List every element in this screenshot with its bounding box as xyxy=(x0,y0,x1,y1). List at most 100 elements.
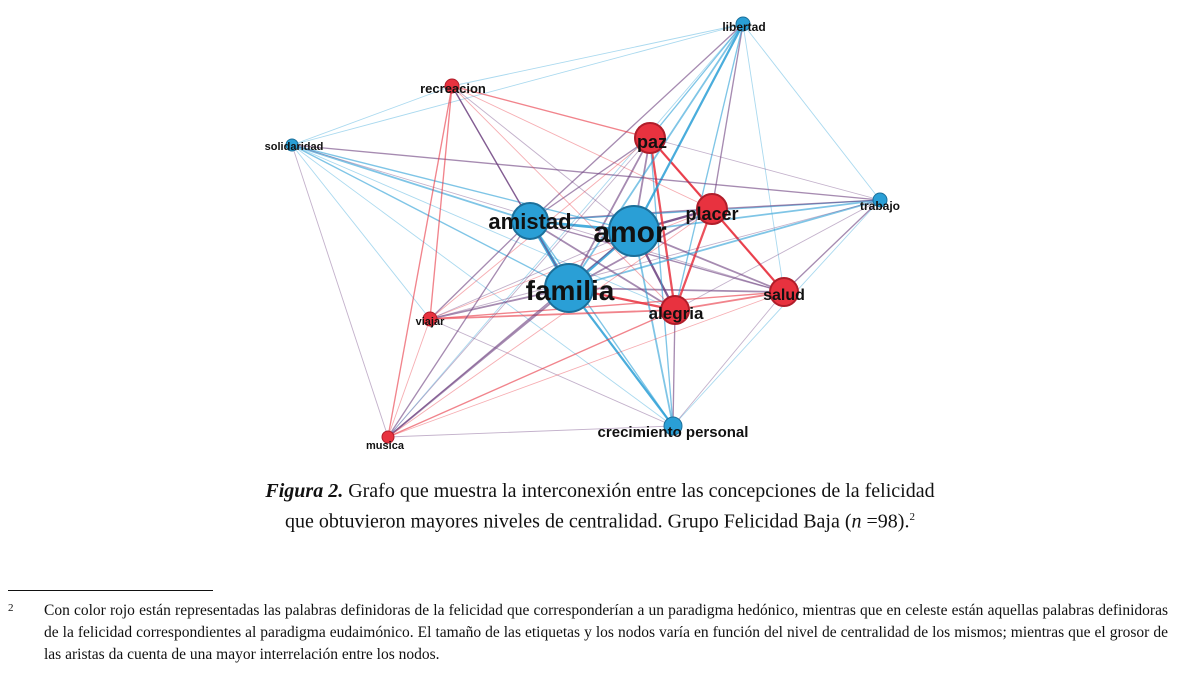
edge-solidaridad-musica xyxy=(291,144,389,438)
edge-trabajo-alegria xyxy=(674,199,881,311)
caption-text-2a: que obtuvieron mayores niveles de centra… xyxy=(285,510,852,533)
label-crecimiento: crecimiento personal xyxy=(598,424,749,441)
edge-recreacion-musica xyxy=(387,85,453,438)
edge-trabajo-crecimiento xyxy=(672,199,881,427)
footnote-reference: 2 xyxy=(909,511,915,523)
edge-placer-alegria xyxy=(673,208,714,311)
edge-alegria-salud xyxy=(674,291,785,311)
label-recreacion: recreacion xyxy=(420,81,486,96)
edge-solidaridad-amistad xyxy=(291,144,531,222)
edge-trabajo-familia xyxy=(568,199,881,289)
edge-trabajo-viajar xyxy=(429,199,881,320)
label-familia: familia xyxy=(526,275,615,306)
edge-recreacion-paz xyxy=(451,85,651,139)
node-amor xyxy=(608,205,660,257)
caption-line-1: Figura 2. Grafo que muestra la intercone… xyxy=(150,478,1050,504)
edge-viajar-musica xyxy=(387,318,431,438)
edge-paz-alegria xyxy=(648,137,677,311)
caption-text-2b: =98). xyxy=(861,510,910,533)
label-paz: paz xyxy=(637,132,667,152)
edge-crecimiento-salud xyxy=(672,291,785,427)
label-libertad: libertad xyxy=(722,20,765,34)
footnote-text: Con color rojo están representadas las p… xyxy=(44,602,1168,663)
edge-crecimiento-alegria xyxy=(672,309,676,427)
edge-viajar-amistad xyxy=(429,220,531,320)
edge-crecimiento-paz xyxy=(649,137,674,427)
edge-libertad-musica xyxy=(387,23,744,438)
figure-caption: Figura 2. Grafo que muestra la intercone… xyxy=(150,478,1050,535)
edge-crecimiento-amor xyxy=(633,230,674,427)
edge-libertad-alegria xyxy=(674,23,744,311)
edge-amistad-salud xyxy=(529,220,785,293)
edge-amor-salud xyxy=(633,230,785,293)
label-trabajo: trabajo xyxy=(860,199,900,213)
edge-musica-alegria xyxy=(387,309,676,438)
edge-crecimiento-familia xyxy=(568,287,674,427)
edge-solidaridad-crecimiento xyxy=(291,144,674,427)
edge-musica-placer xyxy=(387,208,713,438)
footnote-mark: 2 xyxy=(8,602,14,614)
edge-solidaridad-familia xyxy=(291,144,570,289)
edge-trabajo-salud xyxy=(783,199,881,293)
edge-libertad-trabajo xyxy=(742,23,881,201)
edge-recreacion-familia xyxy=(451,85,570,289)
node-familia xyxy=(544,263,594,313)
edge-libertad-familia xyxy=(568,23,744,289)
node-musica xyxy=(381,430,395,444)
edge-crecimiento-amistad xyxy=(529,220,674,427)
label-amistad: amistad xyxy=(488,209,571,234)
node-paz xyxy=(634,122,666,154)
edge-musica-amistad xyxy=(387,220,531,438)
edge-recreacion-amor xyxy=(451,85,635,232)
edge-musica-amor xyxy=(387,230,635,438)
edge-solidaridad-recreacion xyxy=(291,85,453,146)
node-libertad xyxy=(735,16,751,32)
edge-libertad-salud xyxy=(742,23,785,293)
edge-viajar-salud xyxy=(429,291,785,320)
node-amistad xyxy=(511,202,549,240)
node-salud xyxy=(769,277,799,307)
edge-recreacion-viajar xyxy=(429,85,453,320)
graph-edges xyxy=(291,23,881,438)
label-placer: placer xyxy=(685,204,738,224)
edge-libertad-placer xyxy=(711,23,744,210)
node-alegria xyxy=(660,295,690,325)
label-salud: salud xyxy=(763,287,805,304)
edge-trabajo-placer xyxy=(711,199,881,210)
figure-label: Figura 2. xyxy=(265,480,344,502)
edge-solidaridad-amor xyxy=(291,144,635,232)
edge-recreacion-alegria xyxy=(451,85,676,311)
node-placer xyxy=(696,193,728,225)
edge-trabajo-amor xyxy=(633,199,881,232)
node-recreacion xyxy=(444,78,460,94)
edge-solidaridad-alegria xyxy=(291,144,676,311)
edge-musica-salud xyxy=(387,291,785,438)
edge-trabajo-paz xyxy=(649,137,881,201)
edge-libertad-recreacion xyxy=(451,23,744,87)
edge-amistad-alegria xyxy=(529,220,676,311)
edge-familia-paz xyxy=(568,137,651,289)
edge-musica-paz xyxy=(387,137,651,438)
edge-crecimiento-viajar xyxy=(429,318,674,427)
n-symbol: n xyxy=(851,510,862,533)
edge-solidaridad-trabajo xyxy=(291,144,881,201)
node-trabajo xyxy=(872,192,888,208)
edge-viajar-amor xyxy=(429,230,635,320)
edge-libertad-paz xyxy=(649,23,744,139)
node-viajar xyxy=(422,311,438,327)
label-viajar: viajar xyxy=(416,316,445,328)
label-solidaridad: solidaridad xyxy=(265,141,324,153)
label-musica: musica xyxy=(366,440,405,452)
edge-libertad-amor xyxy=(633,23,744,232)
footnote: 2 Con color rojo están representadas las… xyxy=(8,600,1168,666)
edge-viajar-alegria xyxy=(429,309,676,320)
node-solidaridad xyxy=(285,138,299,152)
node-crecimiento xyxy=(663,416,683,436)
edge-amistad-paz xyxy=(529,137,651,222)
edge-solidaridad-viajar xyxy=(291,144,431,320)
caption-line-2: que obtuvieron mayores niveles de centra… xyxy=(150,504,1050,535)
footnote-separator xyxy=(8,590,213,591)
graph-nodes xyxy=(285,16,888,444)
